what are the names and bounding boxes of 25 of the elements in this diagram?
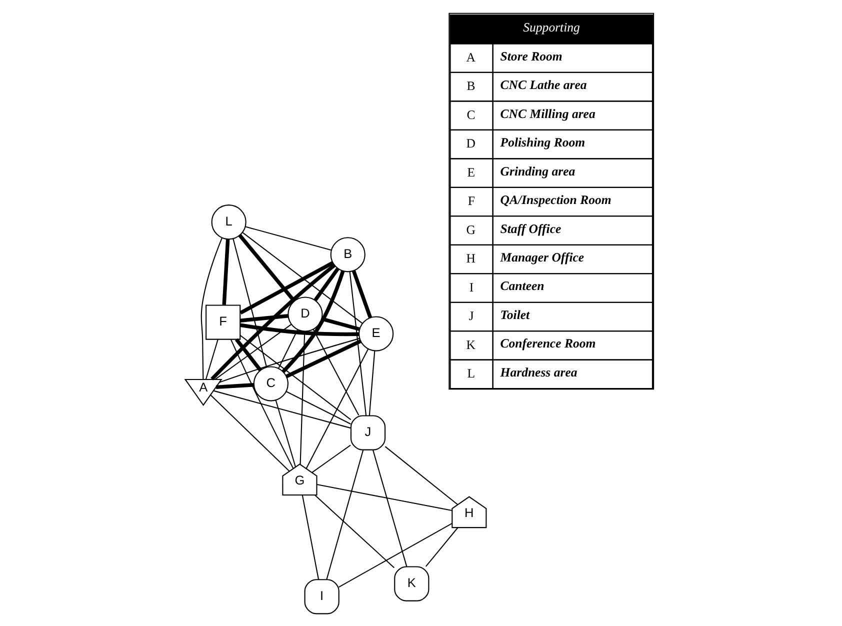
label: Manager Office [500, 250, 584, 264]
label: B [466, 79, 476, 94]
label: Hardness area [500, 365, 578, 380]
label: C [466, 108, 476, 122]
label: Store Room [500, 49, 562, 64]
label: Toilet [500, 308, 530, 322]
label: QA/Inspection Room [500, 193, 612, 208]
label: E [467, 165, 476, 180]
label: I [469, 280, 474, 294]
label: Grinding area [500, 164, 576, 178]
label: Conference Room [500, 336, 596, 351]
label: F [468, 194, 475, 208]
label: K [466, 338, 476, 352]
label: D [466, 136, 476, 151]
label: Canteen [500, 279, 544, 294]
label: Supporting [523, 20, 580, 35]
label: A [466, 50, 476, 64]
label: G [466, 222, 476, 237]
label: CNC Milling area [500, 106, 596, 121]
label: L [467, 366, 476, 380]
label: H [466, 252, 476, 266]
label: J [468, 309, 474, 324]
label: Polishing Room [500, 136, 586, 150]
label: Staff Office [500, 222, 562, 236]
label: CNC Lathe area [500, 78, 587, 92]
